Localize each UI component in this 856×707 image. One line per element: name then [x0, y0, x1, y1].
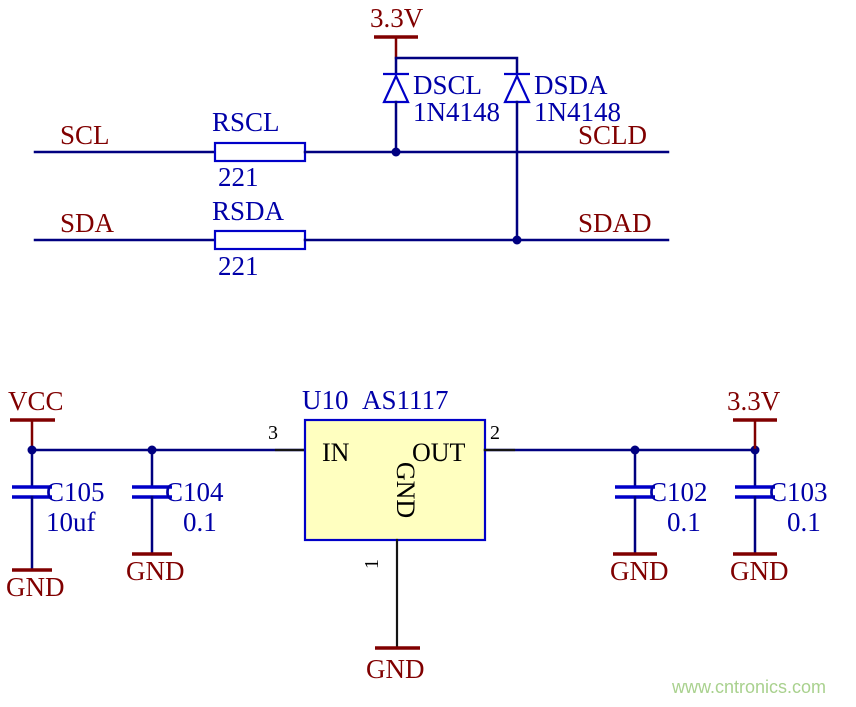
diode-dscl-symbol — [382, 73, 410, 104]
net-label-scld: SCLD — [578, 120, 647, 150]
resistor-rsda-body — [213, 229, 307, 251]
net-label-gnd-c102: GND — [610, 556, 669, 586]
designator-c104: C104 — [165, 477, 224, 507]
net-label-3v3-out: 3.3V — [727, 386, 781, 416]
net-label-vcc: VCC — [8, 386, 64, 416]
net-label-gnd-c103: GND — [730, 556, 789, 586]
designator-c105: C105 — [46, 477, 105, 507]
pin-number-out: 2 — [490, 422, 500, 444]
designator-rsda: RSDA — [212, 196, 285, 226]
value-c103: 0.1 — [787, 507, 821, 537]
junction-dot-sda — [512, 235, 522, 245]
watermark: www.cntronics.com — [671, 677, 826, 697]
part-dscl: 1N4148 — [413, 97, 500, 127]
pin-name-out: OUT — [412, 438, 466, 467]
designator-dsda: DSDA — [534, 70, 608, 100]
designator-u10: U10 — [302, 385, 349, 415]
net-label-gnd-c104: GND — [126, 556, 185, 586]
resistor-rscl-body — [213, 141, 307, 163]
designator-dscl: DSCL — [413, 70, 482, 100]
value-rscl: 221 — [218, 162, 259, 192]
designator-c103: C103 — [769, 477, 828, 507]
value-c104: 0.1 — [183, 507, 217, 537]
net-label-scl: SCL — [60, 120, 110, 150]
net-label-sda: SDA — [60, 208, 115, 238]
net-label-sdad: SDAD — [578, 208, 652, 238]
net-label-gnd-c105: GND — [6, 572, 65, 602]
pin-name-in: IN — [322, 438, 350, 467]
designator-c102: C102 — [649, 477, 708, 507]
part-u10: AS1117 — [362, 385, 449, 415]
wire-diode-rail — [394, 56, 519, 76]
pin-number-in: 3 — [268, 422, 278, 444]
part-dsda: 1N4148 — [534, 97, 621, 127]
junction-dot-scl — [391, 147, 401, 157]
pin-name-gnd: GND — [391, 462, 420, 518]
value-c105: 10uf — [46, 507, 96, 537]
net-label-gnd-u10: GND — [366, 654, 425, 684]
designator-rscl: RSCL — [212, 107, 280, 137]
diode-dsda-symbol — [503, 73, 531, 104]
pin-number-gnd: 1 — [361, 559, 383, 569]
value-c102: 0.1 — [667, 507, 701, 537]
value-rsda: 221 — [218, 251, 259, 281]
ic-u10-body — [303, 418, 487, 542]
net-label-3v3-top: 3.3V — [370, 3, 424, 33]
